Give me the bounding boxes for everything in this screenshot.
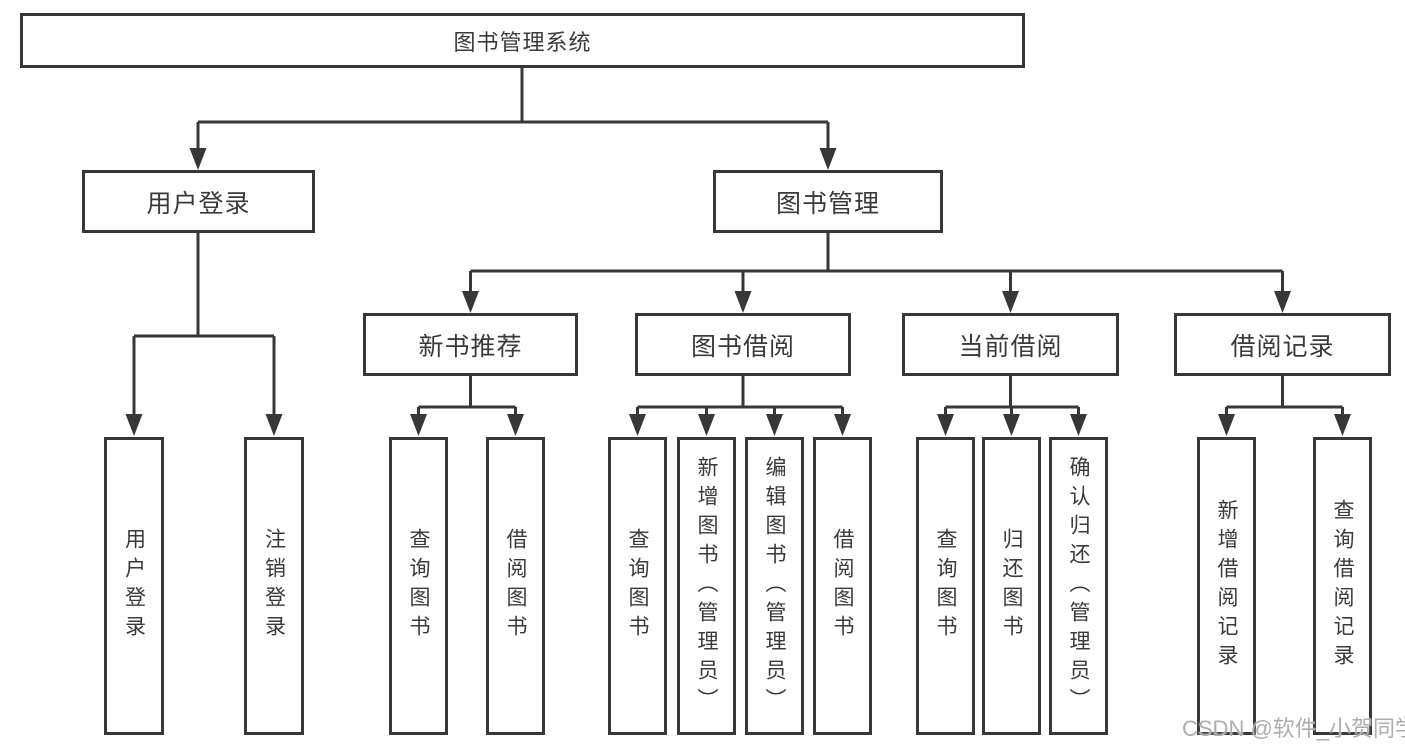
leaf-borrow-add-books-admin: 新增图书（管理员） — [677, 437, 736, 735]
leaf-borrow-borrow-books-label: 借阅图书 — [831, 528, 854, 644]
leaf-user-login: 用户登录 — [104, 437, 164, 735]
leaf-user-login-label: 用户登录 — [122, 528, 146, 644]
leaf-borrow-add-books-admin-label: 新增图书（管理员） — [695, 455, 718, 717]
leaf-recommend-query-books-label: 查询图书 — [407, 528, 430, 644]
leaf-borrow-edit-books-admin: 编辑图书（管理员） — [745, 437, 804, 735]
arrowhead-icon — [1218, 414, 1235, 436]
node-new-book-recommend-label: 新书推荐 — [418, 332, 523, 361]
node-book-management: 图书管理 — [713, 170, 943, 233]
arrowhead-icon — [937, 414, 954, 436]
node-root-system: 图书管理系统 — [20, 13, 1025, 68]
watermark-text: CSDN @软件_小贺同学 — [1182, 716, 1405, 741]
arrowhead-icon — [698, 414, 715, 436]
arrowhead-icon — [462, 291, 479, 313]
leaf-recommend-borrow-books: 借阅图书 — [486, 437, 545, 735]
node-new-book-recommend: 新书推荐 — [363, 313, 578, 376]
leaf-records-add-record-label: 新增借阅记录 — [1215, 499, 1238, 673]
leaf-borrow-query-books: 查询图书 — [608, 437, 667, 735]
arrowhead-icon — [410, 414, 427, 436]
arrowhead-icon — [1003, 414, 1020, 436]
leaf-records-query-record: 查询借阅记录 — [1313, 437, 1372, 735]
leaf-borrow-edit-books-admin-label: 编辑图书（管理员） — [763, 455, 786, 717]
arrowhead-icon — [819, 148, 837, 170]
node-root-system-label: 图书管理系统 — [453, 29, 592, 55]
arrowhead-icon — [1274, 291, 1291, 313]
arrowhead-icon — [189, 148, 207, 170]
node-book-borrow: 图书借阅 — [635, 313, 851, 376]
arrowhead-icon — [834, 414, 851, 436]
leaf-borrow-query-books-label: 查询图书 — [626, 528, 649, 644]
arrowhead-icon — [1334, 414, 1351, 436]
node-book-borrow-label: 图书借阅 — [690, 332, 795, 361]
node-current-borrow: 当前借阅 — [902, 313, 1119, 376]
leaf-current-return-books-label: 归还图书 — [1000, 528, 1023, 644]
arrowhead-icon — [265, 414, 283, 436]
leaf-logout: 注销登录 — [244, 437, 304, 735]
leaf-logout-label: 注销登录 — [262, 528, 286, 644]
leaf-records-add-record: 新增借阅记录 — [1197, 437, 1256, 735]
leaf-current-return-books: 归还图书 — [982, 437, 1041, 735]
arrowhead-icon — [125, 414, 143, 436]
arrowhead-icon — [507, 414, 524, 436]
arrowhead-icon — [629, 414, 646, 436]
leaf-borrow-borrow-books: 借阅图书 — [813, 437, 872, 735]
node-book-management-label: 图书管理 — [775, 189, 880, 218]
arrowhead-icon — [1002, 291, 1019, 313]
leaf-current-query-books: 查询图书 — [916, 437, 975, 735]
node-user-login: 用户登录 — [82, 170, 315, 233]
leaf-current-query-books-label: 查询图书 — [934, 528, 957, 644]
leaf-recommend-query-books: 查询图书 — [389, 437, 448, 735]
arrowhead-icon — [1070, 414, 1087, 436]
node-borrow-records: 借阅记录 — [1174, 313, 1391, 376]
arrowhead-icon — [734, 291, 752, 313]
node-borrow-records-label: 借阅记录 — [1230, 332, 1335, 361]
node-current-borrow-label: 当前借阅 — [958, 332, 1063, 361]
leaf-recommend-borrow-books-label: 借阅图书 — [504, 528, 527, 644]
arrowhead-icon — [766, 414, 783, 436]
node-user-login-label: 用户登录 — [146, 189, 251, 218]
leaf-current-confirm-return-admin-label: 确认归还（管理员） — [1067, 455, 1090, 717]
leaf-records-query-record-label: 查询借阅记录 — [1331, 499, 1354, 673]
leaf-current-confirm-return-admin: 确认归还（管理员） — [1049, 437, 1108, 735]
